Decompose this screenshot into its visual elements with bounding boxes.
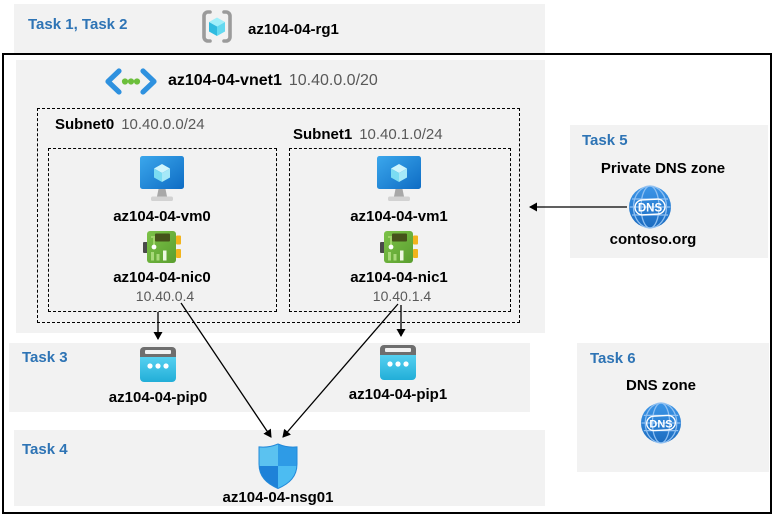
nic0-label: az104-04-nic0: [113, 269, 211, 286]
contoso-zone-name: contoso.org: [609, 231, 697, 248]
task12-label: Task 1, Task 2: [28, 16, 128, 33]
vnet-label: az104-04-vnet1 10.40.0.0/20: [168, 72, 378, 90]
subnet0-cidr: 10.40.0.0/24: [121, 116, 205, 133]
vm0-label: az104-04-vm0: [113, 208, 211, 225]
nic1-icon: [380, 230, 418, 264]
task4-label: Task 4: [22, 441, 68, 458]
task6-label: Task 6: [590, 350, 636, 367]
subnet1-box: [289, 148, 511, 312]
pip0-icon: [140, 347, 176, 383]
subnet0-name: Subnet0: [55, 116, 115, 133]
task3-label: Task 3: [22, 349, 68, 366]
subnet1-cidr: 10.40.1.0/24: [359, 126, 443, 143]
resource-group-icon: [200, 8, 234, 45]
pip1-icon: [380, 345, 416, 381]
vnet-cidr: 10.40.0.0/20: [288, 72, 378, 89]
vm1-icon: [377, 156, 421, 203]
svg-text:DNS: DNS: [649, 418, 672, 430]
nic0-icon: [143, 230, 181, 264]
vm0-icon: [140, 156, 184, 203]
private-dns-zone-icon: DNS: [628, 185, 672, 229]
outer-frame: [2, 53, 772, 514]
dns-zone-title: DNS zone: [625, 377, 696, 394]
svg-text:DNS: DNS: [638, 203, 663, 215]
pip0-label: az104-04-pip0: [108, 389, 208, 406]
virtual-network-icon: [104, 68, 158, 95]
private-dns-zone-title: Private DNS zone: [600, 160, 726, 177]
subnets-outer-box: [37, 108, 520, 323]
vnet-container: [16, 60, 545, 333]
nsg-label: az104-04-nsg01: [222, 489, 334, 506]
task5-label: Task 5: [582, 132, 628, 149]
nic1-label: az104-04-nic1: [350, 269, 448, 286]
dns-zone-icon: DNS: [640, 402, 682, 444]
nsg-shield-icon: [258, 443, 298, 489]
nic0-ip: 10.40.0.4: [135, 288, 195, 304]
task5-box: [570, 125, 768, 258]
subnet0-box: [48, 148, 277, 312]
vnet-name: az104-04-vnet1: [168, 72, 282, 89]
subnet1-label: Subnet1 10.40.1.0/24: [293, 126, 443, 143]
subnet1-name: Subnet1: [293, 126, 353, 143]
subnet0-label: Subnet0 10.40.0.0/24: [55, 116, 205, 133]
vm1-label: az104-04-vm1: [350, 208, 448, 225]
top-band: [14, 4, 545, 53]
resource-group-name: az104-04-rg1: [248, 21, 339, 38]
pip1-label: az104-04-pip1: [348, 386, 448, 403]
nic1-ip: 10.40.1.4: [372, 288, 432, 304]
